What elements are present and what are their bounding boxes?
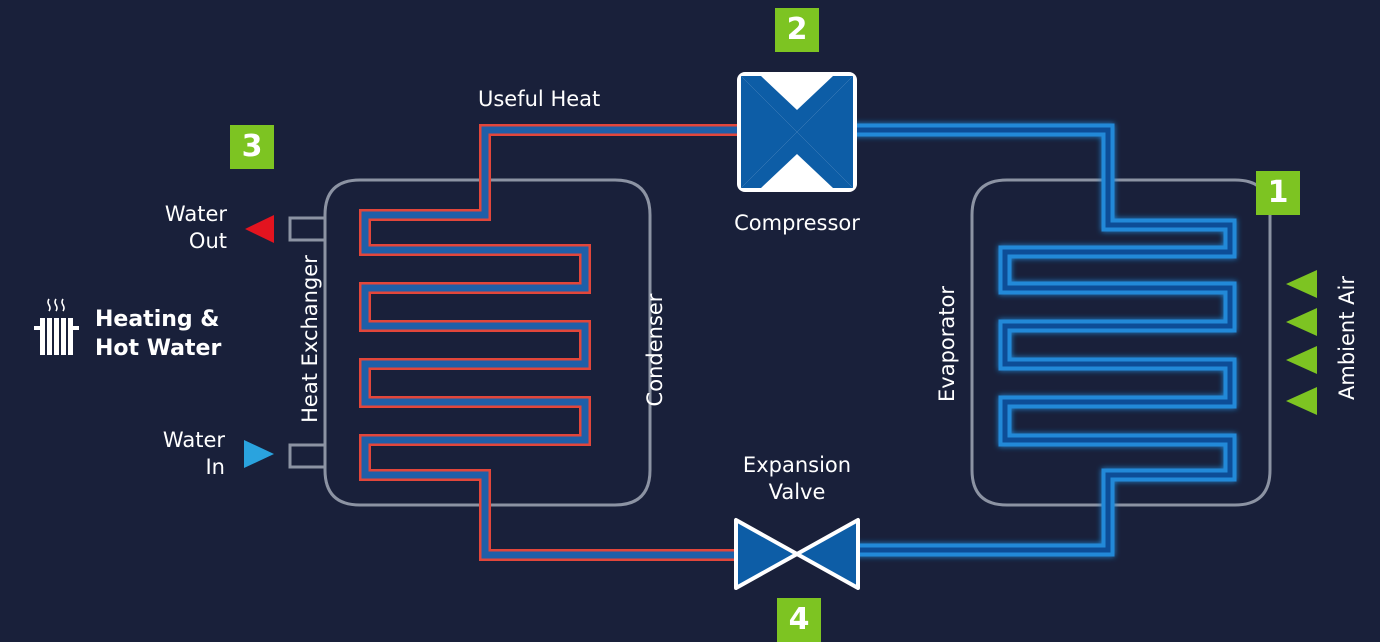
condenser-label: Condenser xyxy=(643,293,667,407)
water-in-label: Water In xyxy=(120,427,225,481)
hot-refrigerant-pipe xyxy=(359,124,750,561)
expansion-valve-label-line1: Expansion xyxy=(742,453,852,477)
heating-label-line1: Heating & xyxy=(95,307,220,332)
compressor-label: Compressor xyxy=(734,211,860,235)
radiator-icon xyxy=(34,298,79,355)
heat-exchanger-label: Heat Exchanger xyxy=(298,255,322,423)
expansion-valve-label: Expansion Valve xyxy=(712,452,882,506)
ambient-air-arrows xyxy=(1286,270,1317,415)
condenser-tank xyxy=(323,178,652,507)
ambient-air-label: Ambient Air xyxy=(1335,276,1359,400)
heat-exchanger-ports xyxy=(288,216,325,469)
expansion-valve-label-line2: Valve xyxy=(768,480,826,504)
badge-condenser: 3 xyxy=(230,125,274,169)
water-in-label-line1: Water xyxy=(162,428,225,452)
water-in-arrow xyxy=(244,440,274,468)
water-out-label-line1: Water xyxy=(164,202,227,226)
valve-symbol xyxy=(734,518,860,590)
badge-expansion-valve: 4 xyxy=(777,598,821,642)
heating-hot-water-label: Heating & Hot Water xyxy=(95,305,221,363)
water-out-arrow xyxy=(245,215,274,243)
evaporator-tank xyxy=(970,178,1272,507)
water-out-label: Water Out xyxy=(120,201,227,255)
cold-refrigerant-pipe xyxy=(850,123,1237,557)
badge-compressor: 2 xyxy=(775,8,819,52)
water-in-label-line2: In xyxy=(205,455,225,479)
badge-evaporator: 1 xyxy=(1256,171,1300,215)
water-out-label-line2: Out xyxy=(188,229,227,253)
heating-label-line2: Hot Water xyxy=(95,336,222,361)
evaporator-label: Evaporator xyxy=(935,286,959,402)
useful-heat-label: Useful Heat xyxy=(478,87,601,111)
compressor-symbol xyxy=(737,72,857,192)
